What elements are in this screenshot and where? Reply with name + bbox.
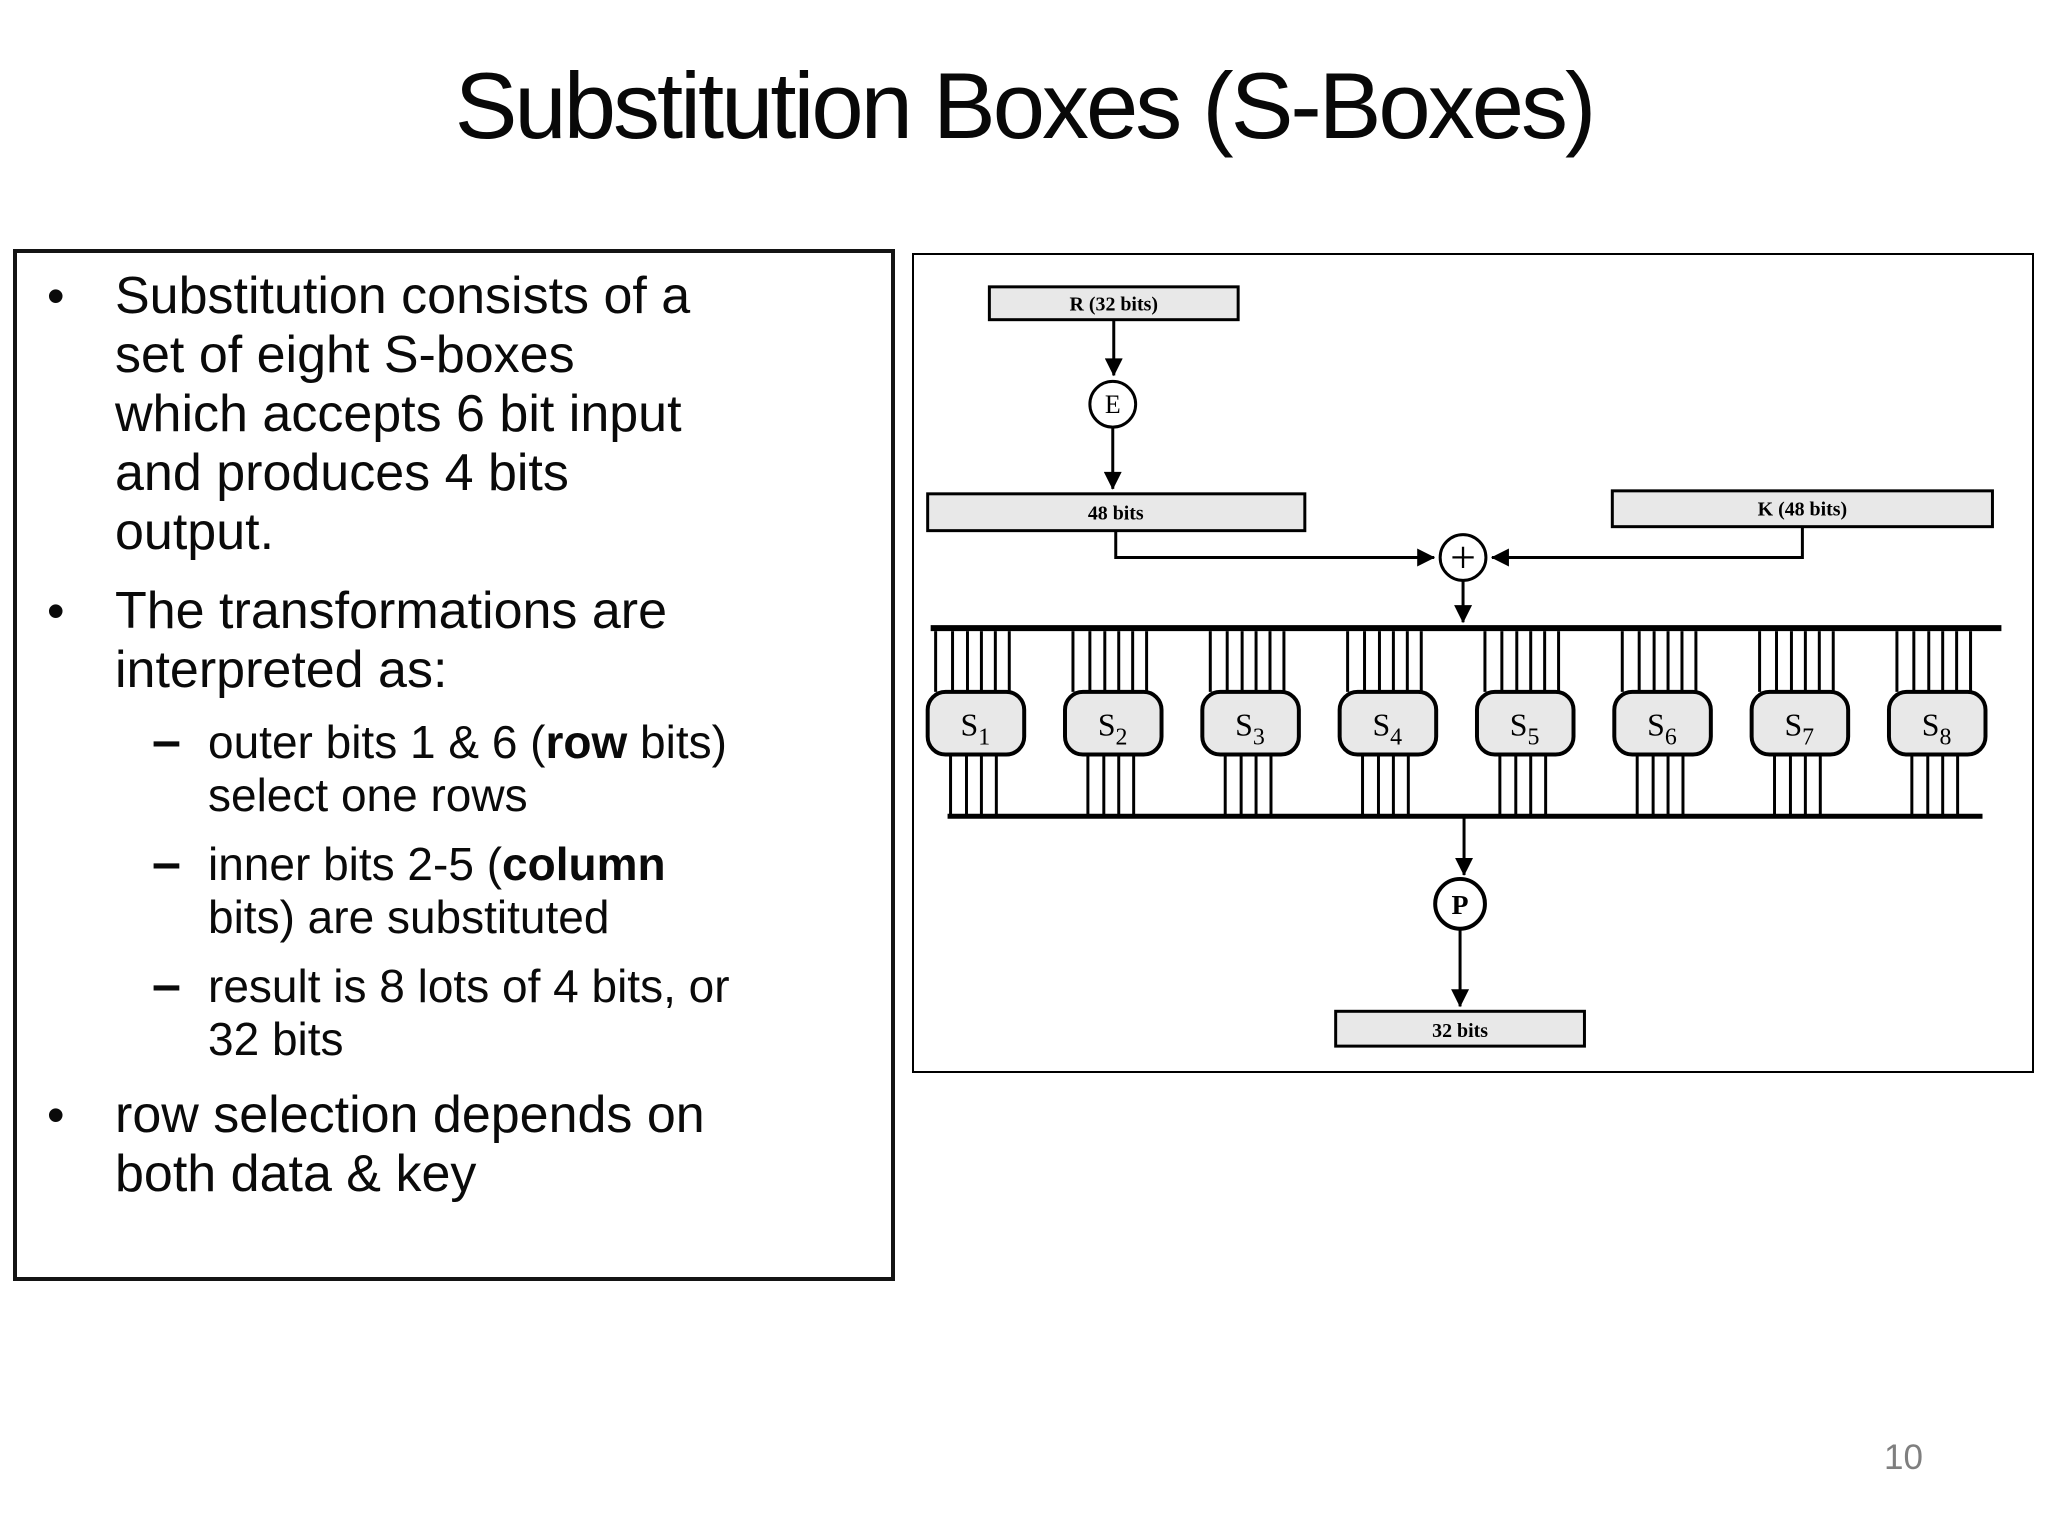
text-segment: bits)	[627, 716, 727, 768]
r-32-bits-label: R (32 bits)	[1070, 294, 1158, 316]
bold-text-segment: row	[545, 716, 628, 768]
text-segment: bits) are substituted	[208, 891, 610, 943]
text-segment: and produces 4 bits	[115, 444, 569, 502]
sbox-rect	[1337, 689, 1439, 757]
text-segment: The transformations are	[115, 582, 668, 640]
sbox-s1: S1	[925, 631, 1027, 815]
48-bits-label: 48 bits	[1088, 503, 1144, 525]
text-segment: Substitution consists of a	[115, 267, 691, 325]
sbox-rect	[1200, 689, 1301, 757]
sbox-diagram-panel: R (32 bits) E 48 bits K (48 bits) + S1 S2…	[912, 253, 2034, 1073]
text-segment: result is 8 lots of 4 bits, or	[208, 960, 730, 1012]
xor-label: +	[1450, 531, 1476, 582]
p-permutation-label: P	[1452, 890, 1469, 921]
text-segment: output.	[115, 503, 275, 561]
sbox-label: S4	[1372, 708, 1402, 751]
page-number: 10	[1884, 1438, 1923, 1477]
bold-text-segment: column	[502, 838, 666, 890]
sbox-s8: S8	[1886, 631, 1988, 815]
e-expansion-label: E	[1105, 390, 1121, 419]
bullet-text: outer bits 1 & 6 (row bits) select one ro…	[208, 716, 727, 822]
sbox-s4: S4	[1337, 631, 1439, 815]
sbox-s7: S7	[1749, 631, 1851, 815]
text-segment: 32 bits	[208, 1013, 344, 1065]
bullet-item: –outer bits 1 & 6 (row bits) select one r…	[152, 712, 891, 822]
sbox-rect	[1063, 689, 1164, 757]
arrow-k-to-xor	[1491, 526, 1804, 567]
bullet-marker: •	[47, 583, 65, 639]
k-48-bits-label: K (48 bits)	[1758, 499, 1848, 521]
sbox-label: S8	[1922, 708, 1952, 751]
bullet-marker: •	[47, 268, 65, 324]
text-segment: interpreted as:	[115, 641, 448, 699]
sbox-rect	[1749, 689, 1851, 757]
sbox-label: S5	[1510, 708, 1540, 751]
sbox-label: S7	[1784, 708, 1814, 751]
text-segment: outer bits 1 & 6 (	[208, 716, 546, 768]
sbox-label: S1	[961, 708, 991, 751]
sbox-label: S3	[1235, 708, 1265, 751]
sbox-group: S1 S2 S3 S4 S5 S6 S7 S8	[925, 631, 1988, 815]
32-bits-box	[1334, 1009, 1586, 1048]
32-bits-label: 32 bits	[1432, 1020, 1488, 1042]
arrow-48bits-to-xor	[1114, 530, 1436, 567]
sbox-s2: S2	[1063, 631, 1164, 815]
text-segment: set of eight S-boxes	[115, 326, 575, 384]
bullet-marker: –	[152, 956, 181, 1014]
sbox-rect	[1612, 689, 1713, 757]
bullet-marker: –	[152, 712, 181, 770]
sbox-diagram: R (32 bits) E 48 bits K (48 bits) + S1 S2…	[925, 285, 2002, 1048]
sbox-s3: S3	[1200, 631, 1301, 815]
sbox-s5: S5	[1474, 631, 1576, 815]
text-segment: select one rows	[208, 769, 528, 821]
bullet-marker: –	[152, 834, 181, 892]
sbox-rect	[1886, 689, 1988, 757]
text-segment: row selection depends on	[115, 1086, 705, 1144]
sbox-rect	[1474, 689, 1576, 757]
sbox-rect	[925, 689, 1027, 757]
text-segment: inner bits 2-5 (	[208, 838, 503, 890]
sbox-s6: S6	[1612, 631, 1713, 815]
text-segment: which accepts 6 bit input	[115, 385, 682, 443]
k-48-bits-box	[1610, 489, 1994, 529]
sbox-label: S6	[1647, 708, 1677, 751]
page-title: Substitution Boxes (S-Boxes)	[454, 53, 1597, 158]
text-segment: both data & key	[115, 1145, 477, 1203]
sbox-label: S2	[1098, 708, 1128, 751]
bullet-marker: •	[47, 1087, 65, 1143]
